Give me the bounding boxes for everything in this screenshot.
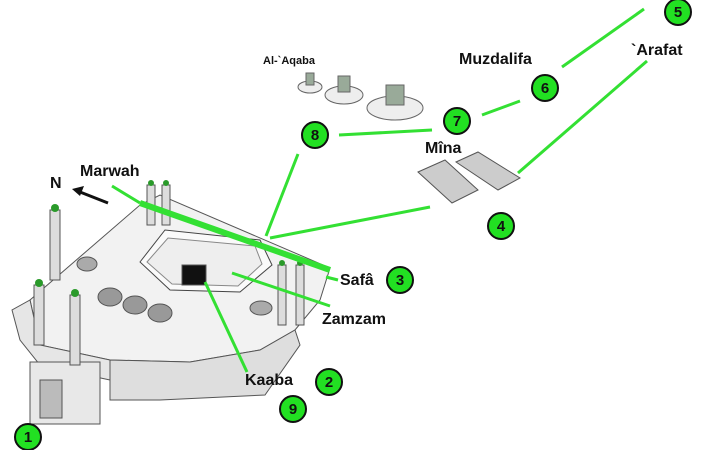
step-marker-5: 5 [664, 0, 692, 26]
step-marker-9: 9 [279, 395, 307, 423]
label-safa: Safâ [340, 272, 374, 289]
pointer-safa [325, 275, 339, 282]
step-marker-1: 1 [14, 423, 42, 450]
pointer-marwah [111, 184, 141, 205]
jamarat-pillars-illustration [297, 72, 424, 121]
route-lines [111, 7, 648, 373]
route-mina-mosque [269, 205, 431, 240]
step-marker-3: 3 [386, 266, 414, 294]
masjid-al-haram-illustration [11, 180, 331, 425]
step-marker-7: 7 [443, 107, 471, 135]
route-6-7 [481, 99, 521, 117]
north-arrow-icon [72, 186, 109, 205]
route-5-6 [561, 7, 645, 69]
label-arafat: `Arafat [631, 42, 683, 59]
label-kaaba: Kaaba [245, 372, 294, 389]
label-north: N [50, 175, 62, 192]
label-mina: Mîna [425, 140, 462, 157]
label-marwah: Marwah [80, 163, 140, 180]
mina-tents-illustration [417, 151, 521, 204]
route-8-mosque [264, 153, 300, 237]
route-7-8 [338, 128, 433, 137]
label-zamzam: Zamzam [322, 311, 387, 328]
step-marker-2: 2 [315, 368, 343, 396]
step-marker-4: 4 [487, 212, 515, 240]
label-muzdalifa: Muzdalifa [459, 51, 532, 68]
step-marker-8: 8 [301, 121, 329, 149]
pointer-zamzam [231, 271, 331, 308]
pointer-kaaba [203, 281, 249, 373]
label-al-aqaba: Al-`Aqaba [263, 55, 315, 67]
sai-path [139, 200, 331, 273]
step-marker-6: 6 [531, 74, 559, 102]
route-arafat-mina [517, 59, 648, 175]
